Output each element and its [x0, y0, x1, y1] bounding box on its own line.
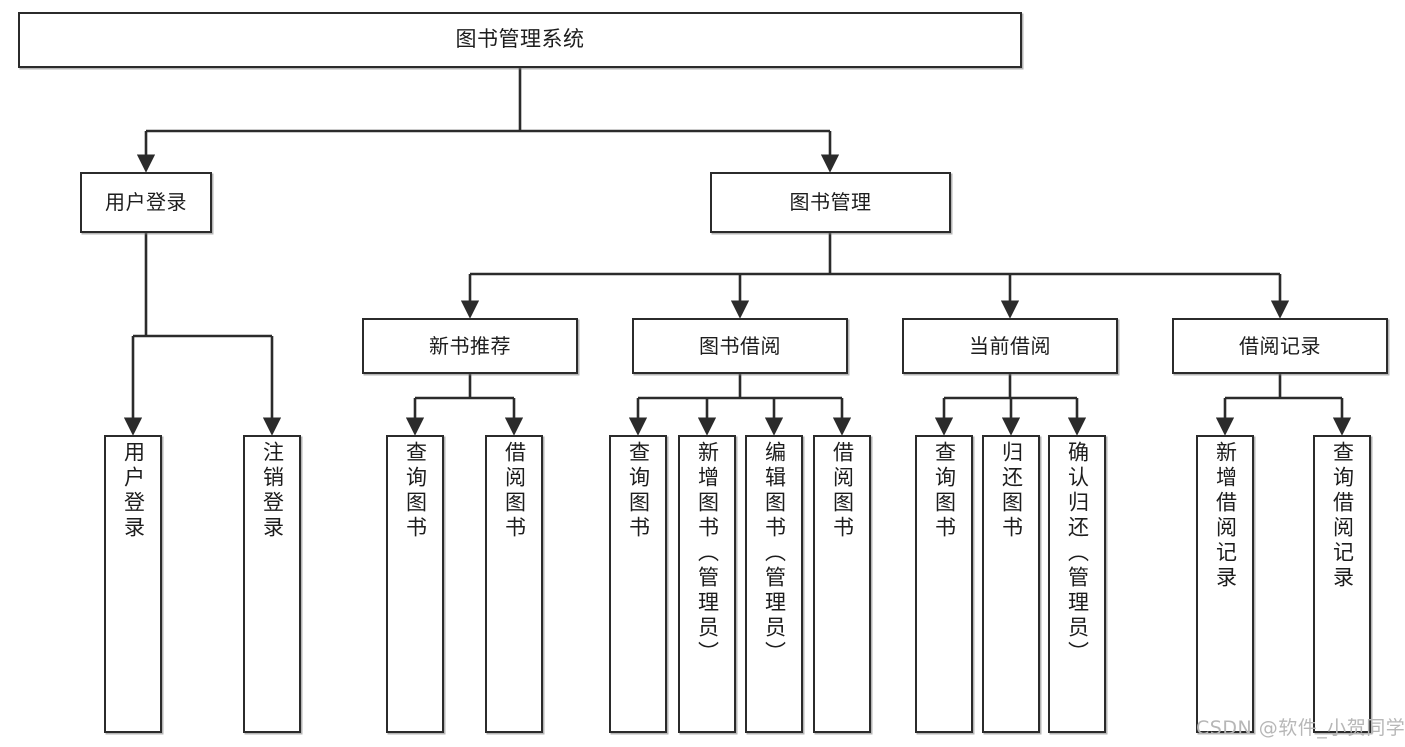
watermark-text: CSDN @软件_小贺同学	[1196, 717, 1405, 739]
node-label: 查询借阅记录	[1330, 441, 1355, 591]
node-leaf-query-book-newbook[interactable]: 查询图书	[386, 435, 444, 733]
node-label: 用户登录	[105, 190, 187, 215]
node-label: 确认归还（管理员）	[1065, 441, 1090, 666]
node-book-borrow[interactable]: 图书借阅	[632, 318, 848, 374]
node-leaf-query-book-borrow[interactable]: 查询图书	[609, 435, 667, 733]
node-label: 新书推荐	[429, 333, 511, 358]
node-label: 图书管理	[789, 190, 872, 215]
node-label: 查询图书	[403, 441, 428, 541]
node-book-management[interactable]: 图书管理	[710, 172, 951, 233]
node-user-login[interactable]: 用户登录	[80, 172, 212, 233]
node-label: 借阅图书	[502, 441, 527, 541]
node-leaf-return-book[interactable]: 归还图书	[982, 435, 1040, 733]
node-label: 借阅图书	[830, 441, 855, 541]
node-leaf-add-borrow-record[interactable]: 新增借阅记录	[1196, 435, 1254, 733]
node-leaf-user-login[interactable]: 用户登录	[104, 435, 162, 733]
node-borrow-record[interactable]: 借阅记录	[1172, 318, 1388, 374]
node-label: 查询图书	[626, 441, 651, 541]
node-label: 注销登录	[260, 441, 285, 541]
node-leaf-logout[interactable]: 注销登录	[243, 435, 301, 733]
node-leaf-borrow-book[interactable]: 借阅图书	[813, 435, 871, 733]
node-leaf-query-book-current[interactable]: 查询图书	[915, 435, 973, 733]
node-label: 当前借阅	[969, 333, 1051, 358]
node-label: 归还图书	[999, 441, 1024, 541]
node-label: 新增图书（管理员）	[695, 441, 720, 666]
node-current-borrow[interactable]: 当前借阅	[902, 318, 1118, 374]
node-label: 编辑图书（管理员）	[762, 441, 787, 666]
node-label: 借阅记录	[1239, 333, 1321, 358]
node-label: 图书管理系统	[455, 27, 585, 52]
node-leaf-query-borrow-record[interactable]: 查询借阅记录	[1313, 435, 1371, 733]
node-label: 查询图书	[932, 441, 957, 541]
node-label: 新增借阅记录	[1213, 441, 1238, 591]
node-leaf-edit-book-admin[interactable]: 编辑图书（管理员）	[745, 435, 803, 733]
node-leaf-add-book-admin[interactable]: 新增图书（管理员）	[678, 435, 736, 733]
node-leaf-confirm-return-admin[interactable]: 确认归还（管理员）	[1048, 435, 1106, 733]
node-new-book-recommend[interactable]: 新书推荐	[362, 318, 578, 374]
node-book-management-system[interactable]: 图书管理系统	[18, 12, 1022, 68]
node-leaf-borrow-book-newbook[interactable]: 借阅图书	[485, 435, 543, 733]
node-label: 图书借阅	[699, 333, 781, 358]
node-label: 用户登录	[121, 441, 146, 541]
